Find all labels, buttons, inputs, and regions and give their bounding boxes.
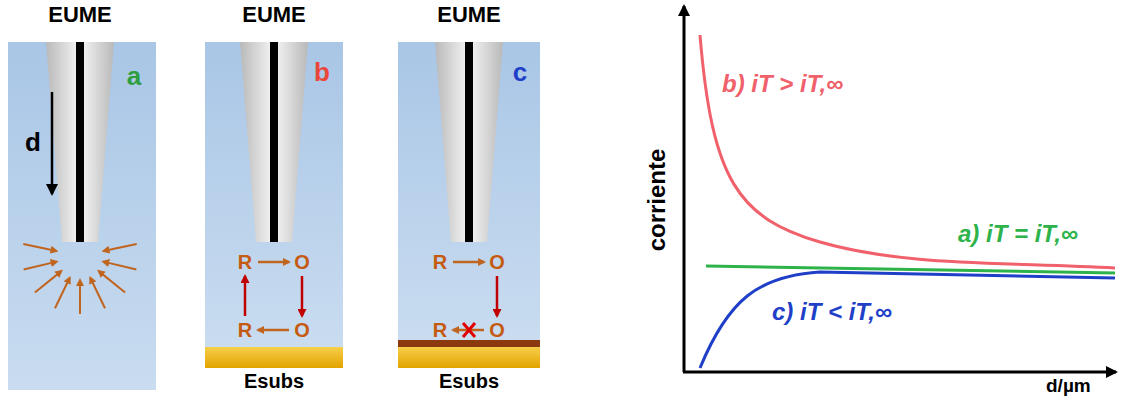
substrate [398, 347, 540, 368]
reaction-arrow [258, 329, 289, 332]
panel-letter: b [314, 58, 330, 88]
reaction-arrow [258, 261, 289, 264]
diffusion-arrow [90, 278, 105, 309]
substrate-potential: Esubs [244, 370, 304, 393]
curve-label: a) iT = iT,∞ [958, 220, 1078, 248]
species-label: O [294, 251, 310, 274]
substrate [205, 347, 343, 368]
insulating-layer [398, 340, 540, 347]
y-axis [683, 6, 686, 372]
distance-label: d [25, 128, 41, 158]
electrode-potential: EUME [242, 2, 306, 27]
tip-glass [46, 42, 114, 242]
electrode-potential: EUME [48, 2, 112, 27]
species-label: R [433, 319, 447, 342]
negative-feedback-curve [700, 272, 1115, 368]
substrate-potential: Esubs [439, 370, 499, 393]
tip-glass [240, 42, 308, 242]
tip-wire [270, 42, 278, 242]
species-label: O [489, 319, 505, 342]
axis-title: corriente [643, 149, 671, 252]
species-label: O [489, 251, 505, 274]
reaction-arrow [453, 261, 484, 264]
diffusion-arrow [244, 276, 247, 316]
diffusion-arrow [23, 244, 56, 251]
curve-label: c) iT < iT,∞ [772, 298, 892, 326]
diffusion-arrow [24, 262, 57, 270]
diffusion-arrow [55, 278, 70, 309]
diffusion-arrow [103, 262, 136, 270]
diffusion-arrows [23, 244, 136, 314]
diffusion-arrow [35, 271, 61, 292]
panel-letter: a [127, 62, 141, 92]
solution [8, 42, 156, 390]
diffusion-arrow [104, 244, 137, 251]
tip-wire [76, 42, 84, 242]
electrode-potential: EUME [437, 2, 501, 27]
solution [205, 42, 343, 347]
solution [398, 42, 540, 340]
species-label: R [433, 251, 447, 274]
x-axis [683, 371, 1116, 374]
species-label: R [238, 319, 252, 342]
diffusion-arrow [79, 280, 81, 314]
distance-arrow [51, 92, 54, 194]
tip-glass [435, 42, 503, 242]
positive-feedback-curve [700, 35, 1115, 268]
bulk-curve [706, 266, 1115, 273]
species-label: O [294, 319, 310, 342]
diffusion-arrow [301, 276, 304, 316]
axis-title: d/µm [1046, 375, 1091, 396]
diffusion-arrow [99, 271, 125, 292]
curve-label: b) iT > iT,∞ [722, 70, 843, 98]
blocked-mark [463, 323, 475, 337]
diffusion-arrow [496, 276, 499, 316]
species-label: R [238, 251, 252, 274]
tip-wire [465, 42, 473, 242]
panel-letter: c [513, 58, 527, 88]
